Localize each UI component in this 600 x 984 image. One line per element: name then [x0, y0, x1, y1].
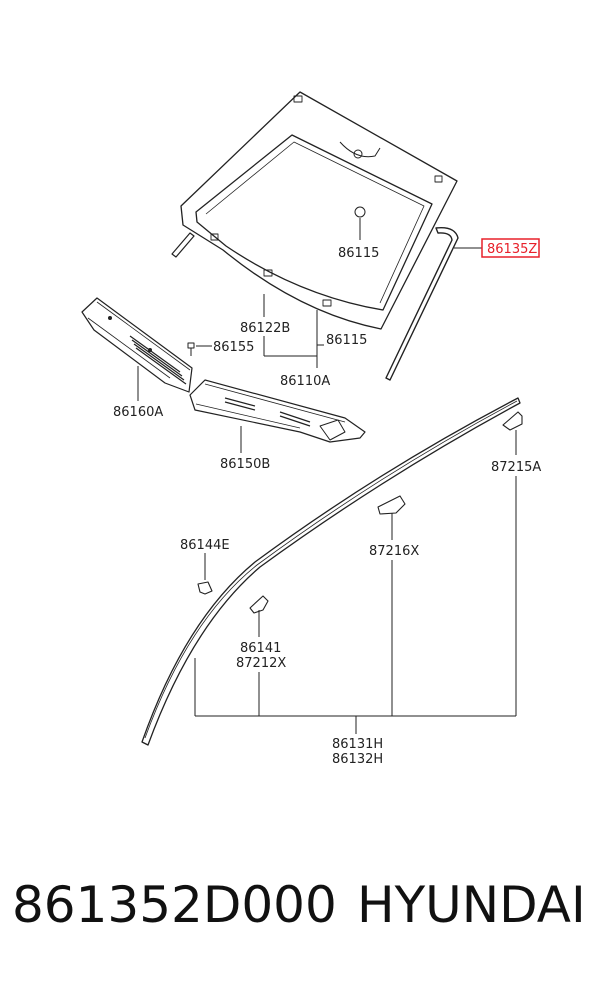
label-86132h: 86132H: [332, 752, 383, 767]
pillar-trim-86131h: [141, 397, 521, 746]
leader-lines: [137, 218, 517, 734]
label-87216x: 87216X: [369, 544, 419, 559]
brand-caption: HYUNDAI: [357, 876, 586, 934]
label-86115-bottom: 86115: [326, 333, 367, 348]
label-86135z: 86135Z: [487, 242, 537, 257]
label-86122b: 86122B: [240, 321, 290, 336]
label-86160a: 86160A: [113, 405, 163, 420]
part-labels: 86115 86135Z 86122B 86115 86110A 86155 8…: [113, 238, 541, 767]
cowl-panel-86150b: [189, 379, 366, 443]
label-86115-top: 86115: [338, 246, 379, 261]
label-86110a: 86110A: [280, 374, 330, 389]
label-86150b: 86150B: [220, 457, 270, 472]
label-86155: 86155: [213, 340, 254, 355]
clip-87215a: [502, 411, 523, 431]
clip-86155: [187, 342, 195, 356]
label-86141: 86141: [240, 641, 281, 656]
label-87215a: 87215A: [491, 460, 541, 475]
part-number-caption: 861352D000: [12, 876, 337, 934]
clip-86144e: [197, 581, 213, 595]
highlight-box: [481, 238, 540, 258]
clip-87216x: [377, 495, 406, 515]
side-molding-86135z: [385, 227, 459, 381]
label-87212x: 87212X: [236, 656, 286, 671]
label-86131h: 86131H: [332, 737, 383, 752]
cowl-panel-86160a: [81, 297, 193, 393]
label-86144e: 86144E: [180, 538, 230, 553]
clip-86141: [249, 595, 269, 614]
windshield-glass: [171, 91, 458, 330]
